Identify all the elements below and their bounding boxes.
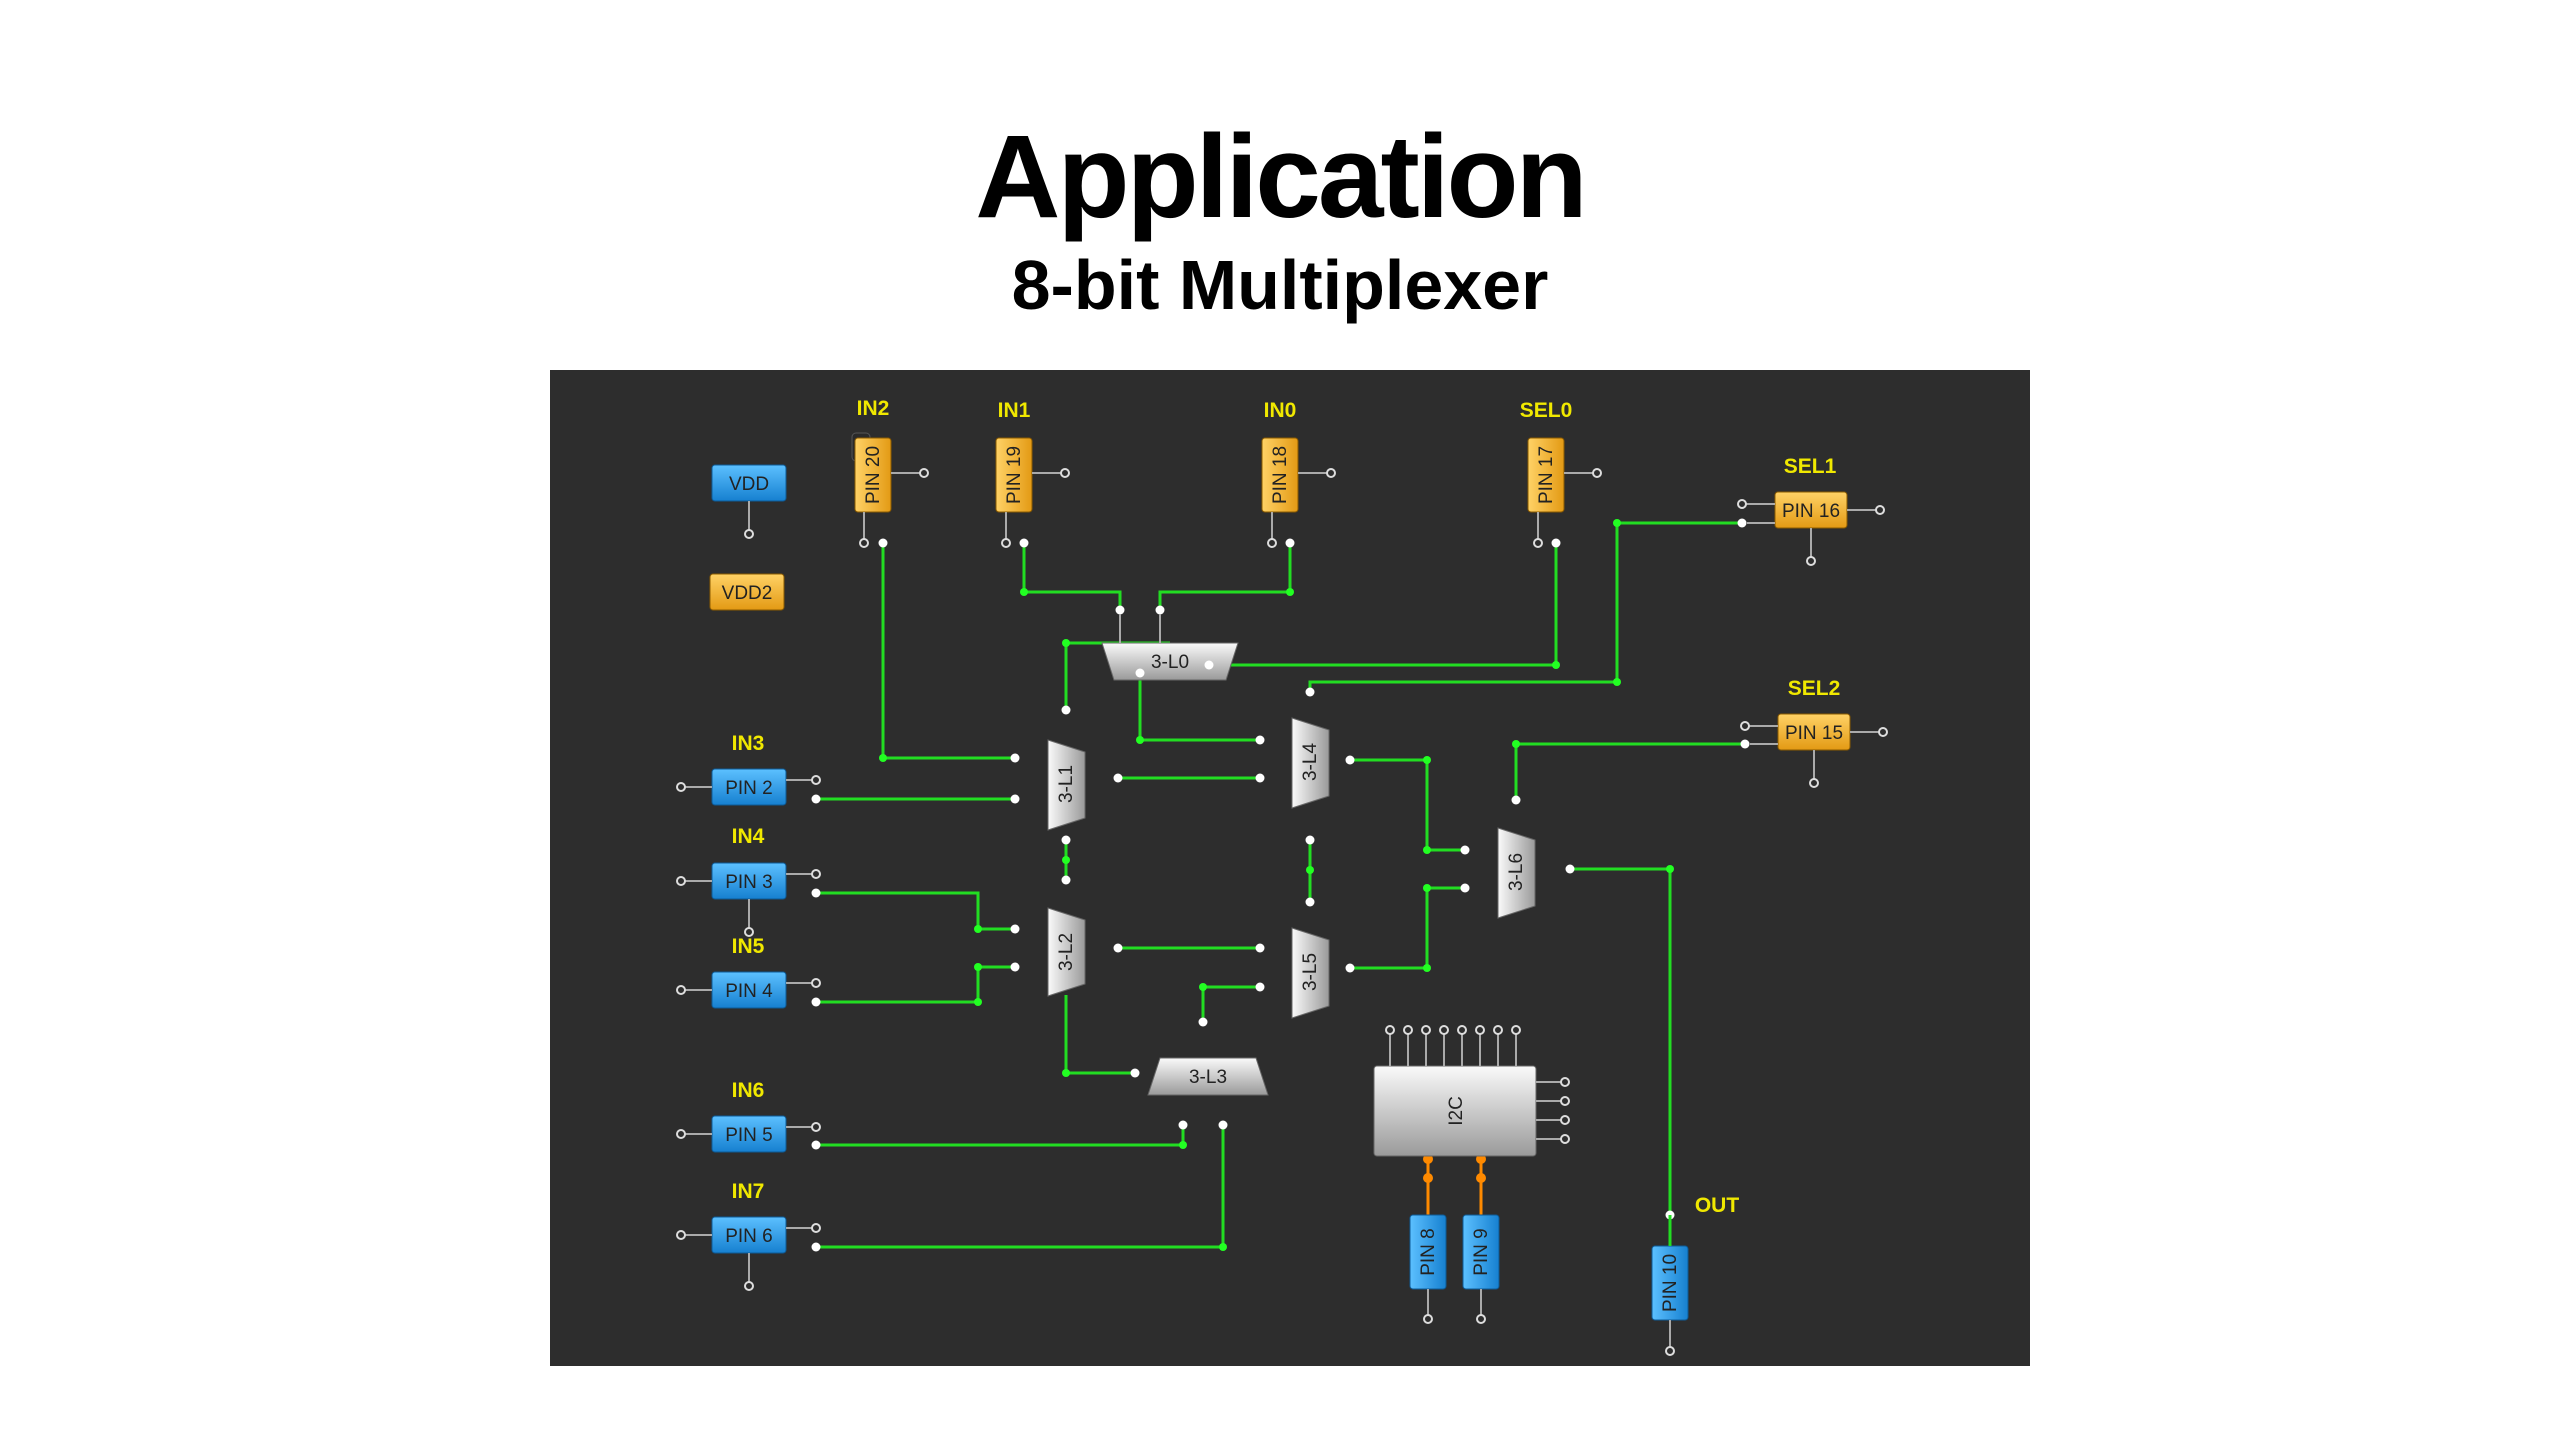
vdd2-label: VDD2 <box>722 583 773 604</box>
in2-label: IN2 <box>857 397 890 420</box>
pin-19[interactable]: IN1 PIN 19 <box>995 399 1070 548</box>
i2c-block[interactable]: I2C <box>1373 1025 1570 1157</box>
pin-9-label: PIN 9 <box>1471 1228 1492 1276</box>
pin-5[interactable]: IN6 PIN 5 <box>676 1079 821 1153</box>
page-subtitle: 8-bit Multiplexer <box>1011 246 1549 324</box>
out-label: OUT <box>1695 1194 1740 1217</box>
pin-17[interactable]: SEL0 PIN 17 <box>1520 399 1602 548</box>
in0-label: IN0 <box>1264 399 1297 422</box>
i2c-label: I2C <box>1446 1096 1467 1126</box>
pin-10[interactable]: OUT PIN 10 <box>1651 1194 1740 1356</box>
schematic-svg: VDD VDD2 IN2 PIN 20 IN1 PIN 19 IN0 PIN 1… <box>676 397 1888 1356</box>
in4-label: IN4 <box>732 825 765 848</box>
in6-label: IN6 <box>732 1079 765 1102</box>
mux-3-l0-label: 3-L0 <box>1151 652 1189 673</box>
pin-6-label: PIN 6 <box>725 1226 773 1247</box>
mux-3-l5[interactable]: 3-L5 <box>1255 897 1355 1019</box>
pin-5-label: PIN 5 <box>725 1125 773 1146</box>
pin-16-label: PIN 16 <box>1782 501 1840 522</box>
pin-2-label: PIN 2 <box>725 778 773 799</box>
in1-label: IN1 <box>998 399 1031 422</box>
mux-3-l2[interactable]: 3-L2 <box>1010 875 1123 997</box>
pin-8[interactable]: PIN 8 <box>1409 1214 1447 1324</box>
mux-3-l4-label: 3-L4 <box>1300 743 1321 781</box>
pin-17-label: PIN 17 <box>1536 446 1557 504</box>
sel0-label: SEL0 <box>1520 399 1573 422</box>
pin-6[interactable]: IN7 PIN 6 <box>676 1180 821 1291</box>
mux-3-l2-label: 3-L2 <box>1056 933 1077 971</box>
mux-3-l1-label: 3-L1 <box>1056 765 1077 803</box>
pin-2[interactable]: IN3 PIN 2 <box>676 732 821 806</box>
pin-8-label: PIN 8 <box>1418 1228 1439 1276</box>
mux-3-l3-label: 3-L3 <box>1189 1067 1227 1088</box>
pin-20[interactable]: IN2 PIN 20 <box>851 397 929 548</box>
sel1-label: SEL1 <box>1784 455 1837 478</box>
page-title: Application <box>975 111 1587 243</box>
mux-3-l1[interactable]: 3-L1 <box>1010 705 1123 845</box>
in7-label: IN7 <box>732 1180 765 1203</box>
in3-label: IN3 <box>732 732 765 755</box>
mux-3-l6-label: 3-L6 <box>1506 853 1527 891</box>
pin-18[interactable]: IN0 PIN 18 <box>1261 399 1336 548</box>
i2c-dots <box>1423 1154 1486 1183</box>
mux-3-l3[interactable]: 3-L3 <box>1130 1017 1269 1130</box>
pin-16[interactable]: SEL1 PIN 16 <box>1737 455 1885 566</box>
pin-3-label: PIN 3 <box>725 872 773 893</box>
pin-9[interactable]: PIN 9 <box>1462 1214 1500 1324</box>
pin-20-label: PIN 20 <box>863 446 884 504</box>
pin-4[interactable]: IN5 PIN 4 <box>676 935 821 1009</box>
pin-19-label: PIN 19 <box>1004 446 1025 504</box>
pin-15[interactable]: SEL2 PIN 15 <box>1740 677 1888 788</box>
junction-dots <box>879 519 1674 1251</box>
sel2-label: SEL2 <box>1788 677 1841 700</box>
wires <box>816 521 1745 1249</box>
pin-18-label: PIN 18 <box>1270 446 1291 504</box>
mux-3-l5-label: 3-L5 <box>1300 953 1321 991</box>
vdd-block[interactable]: VDD <box>711 464 787 539</box>
vdd-label: VDD <box>729 474 769 495</box>
pin-10-label: PIN 10 <box>1660 1254 1681 1312</box>
vdd2-block[interactable]: VDD2 <box>709 573 785 611</box>
mux-3-l4[interactable]: 3-L4 <box>1255 687 1355 845</box>
pin-4-label: PIN 4 <box>725 981 773 1002</box>
mux-3-l6[interactable]: 3-L6 <box>1460 795 1575 919</box>
in5-label: IN5 <box>732 935 765 958</box>
i2c-wires <box>1426 1156 1483 1215</box>
pin-15-label: PIN 15 <box>1785 723 1843 744</box>
schematic-canvas[interactable]: VDD VDD2 IN2 PIN 20 IN1 PIN 19 IN0 PIN 1… <box>550 370 2030 1366</box>
pin-3[interactable]: IN4 PIN 3 <box>676 825 821 937</box>
mux-3-l0[interactable]: 3-L0 <box>1101 605 1239 681</box>
